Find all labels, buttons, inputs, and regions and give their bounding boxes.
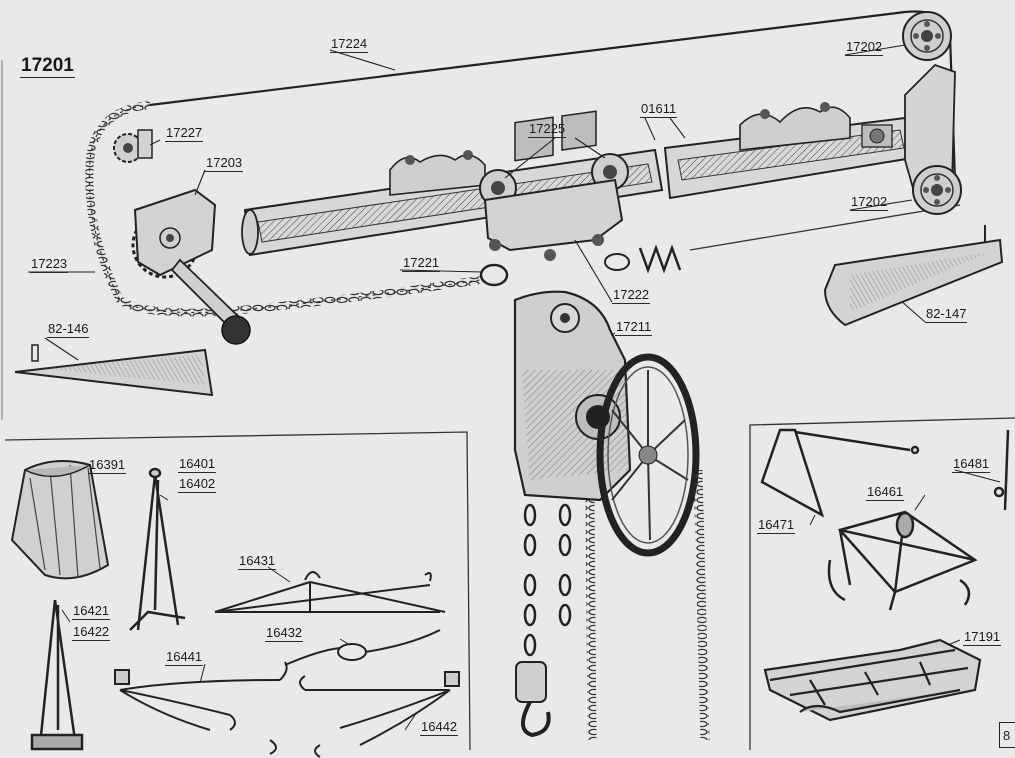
trolley [479, 110, 629, 261]
label-16442: 16442 [420, 719, 459, 736]
label-16421: 16421 [72, 603, 111, 620]
spreader-16431 [214, 571, 446, 613]
pulley-bottom [912, 165, 962, 215]
bar-frame-17191 [763, 638, 982, 722]
label-82-146: 82-146 [47, 321, 90, 338]
plate-title: 17201 [20, 55, 75, 78]
crane-rail-assembly [28, 10, 962, 361]
label-16422: 16422 [72, 624, 111, 641]
label-17225: 17225 [528, 121, 567, 138]
panel-left-lower [4, 431, 471, 758]
label-16481: 16481 [952, 456, 991, 473]
label-17221: 17221 [402, 255, 441, 272]
chain-hoist [513, 290, 710, 741]
sack-16391 [10, 460, 110, 580]
label-16461: 16461 [866, 484, 905, 501]
label-17203: 17203 [205, 155, 244, 172]
label-16471: 16471 [757, 517, 796, 534]
label-01611: 01611 [640, 101, 678, 118]
spring-tensioner [604, 244, 682, 274]
wall-bracket-82-147 [823, 225, 1004, 327]
rail-section-right [663, 63, 956, 200]
hook-16481 [993, 429, 1010, 511]
label-16432: 16432 [265, 625, 304, 642]
label-16391: 16391 [88, 457, 127, 474]
page-number: 8 [999, 722, 1015, 748]
label-82-147: 82-147 [925, 306, 968, 323]
rail-section-left [241, 148, 664, 257]
small-sprocket [113, 129, 153, 163]
pulley-top [902, 11, 952, 61]
label-16441: 16441 [165, 649, 204, 666]
trestle-16401 [129, 467, 186, 631]
trestle-16421 [30, 599, 84, 751]
gear-box [131, 188, 251, 345]
label-17222: 17222 [612, 287, 651, 304]
sling-16442 [299, 671, 460, 758]
label-17191: 17191 [963, 629, 1002, 646]
label-17224: 17224 [330, 36, 369, 53]
wall-bracket-82-146 [14, 344, 214, 397]
label-16431: 16431 [238, 553, 277, 570]
panel-right-lower [749, 417, 1015, 750]
label-16401: 16401 [178, 456, 217, 473]
label-17211: 17211 [615, 319, 653, 336]
label-17223: 17223 [30, 256, 69, 273]
label-17202-bottom: 17202 [850, 194, 889, 211]
ring-fitting [479, 263, 509, 287]
sling-16441 [114, 661, 288, 755]
label-17202-top: 17202 [845, 39, 884, 56]
rope-sling-16432 [284, 629, 441, 666]
frame-16461 [827, 510, 978, 611]
label-17227: 17227 [165, 125, 204, 142]
label-16402: 16402 [178, 476, 217, 493]
tripod-16471 [760, 428, 920, 518]
